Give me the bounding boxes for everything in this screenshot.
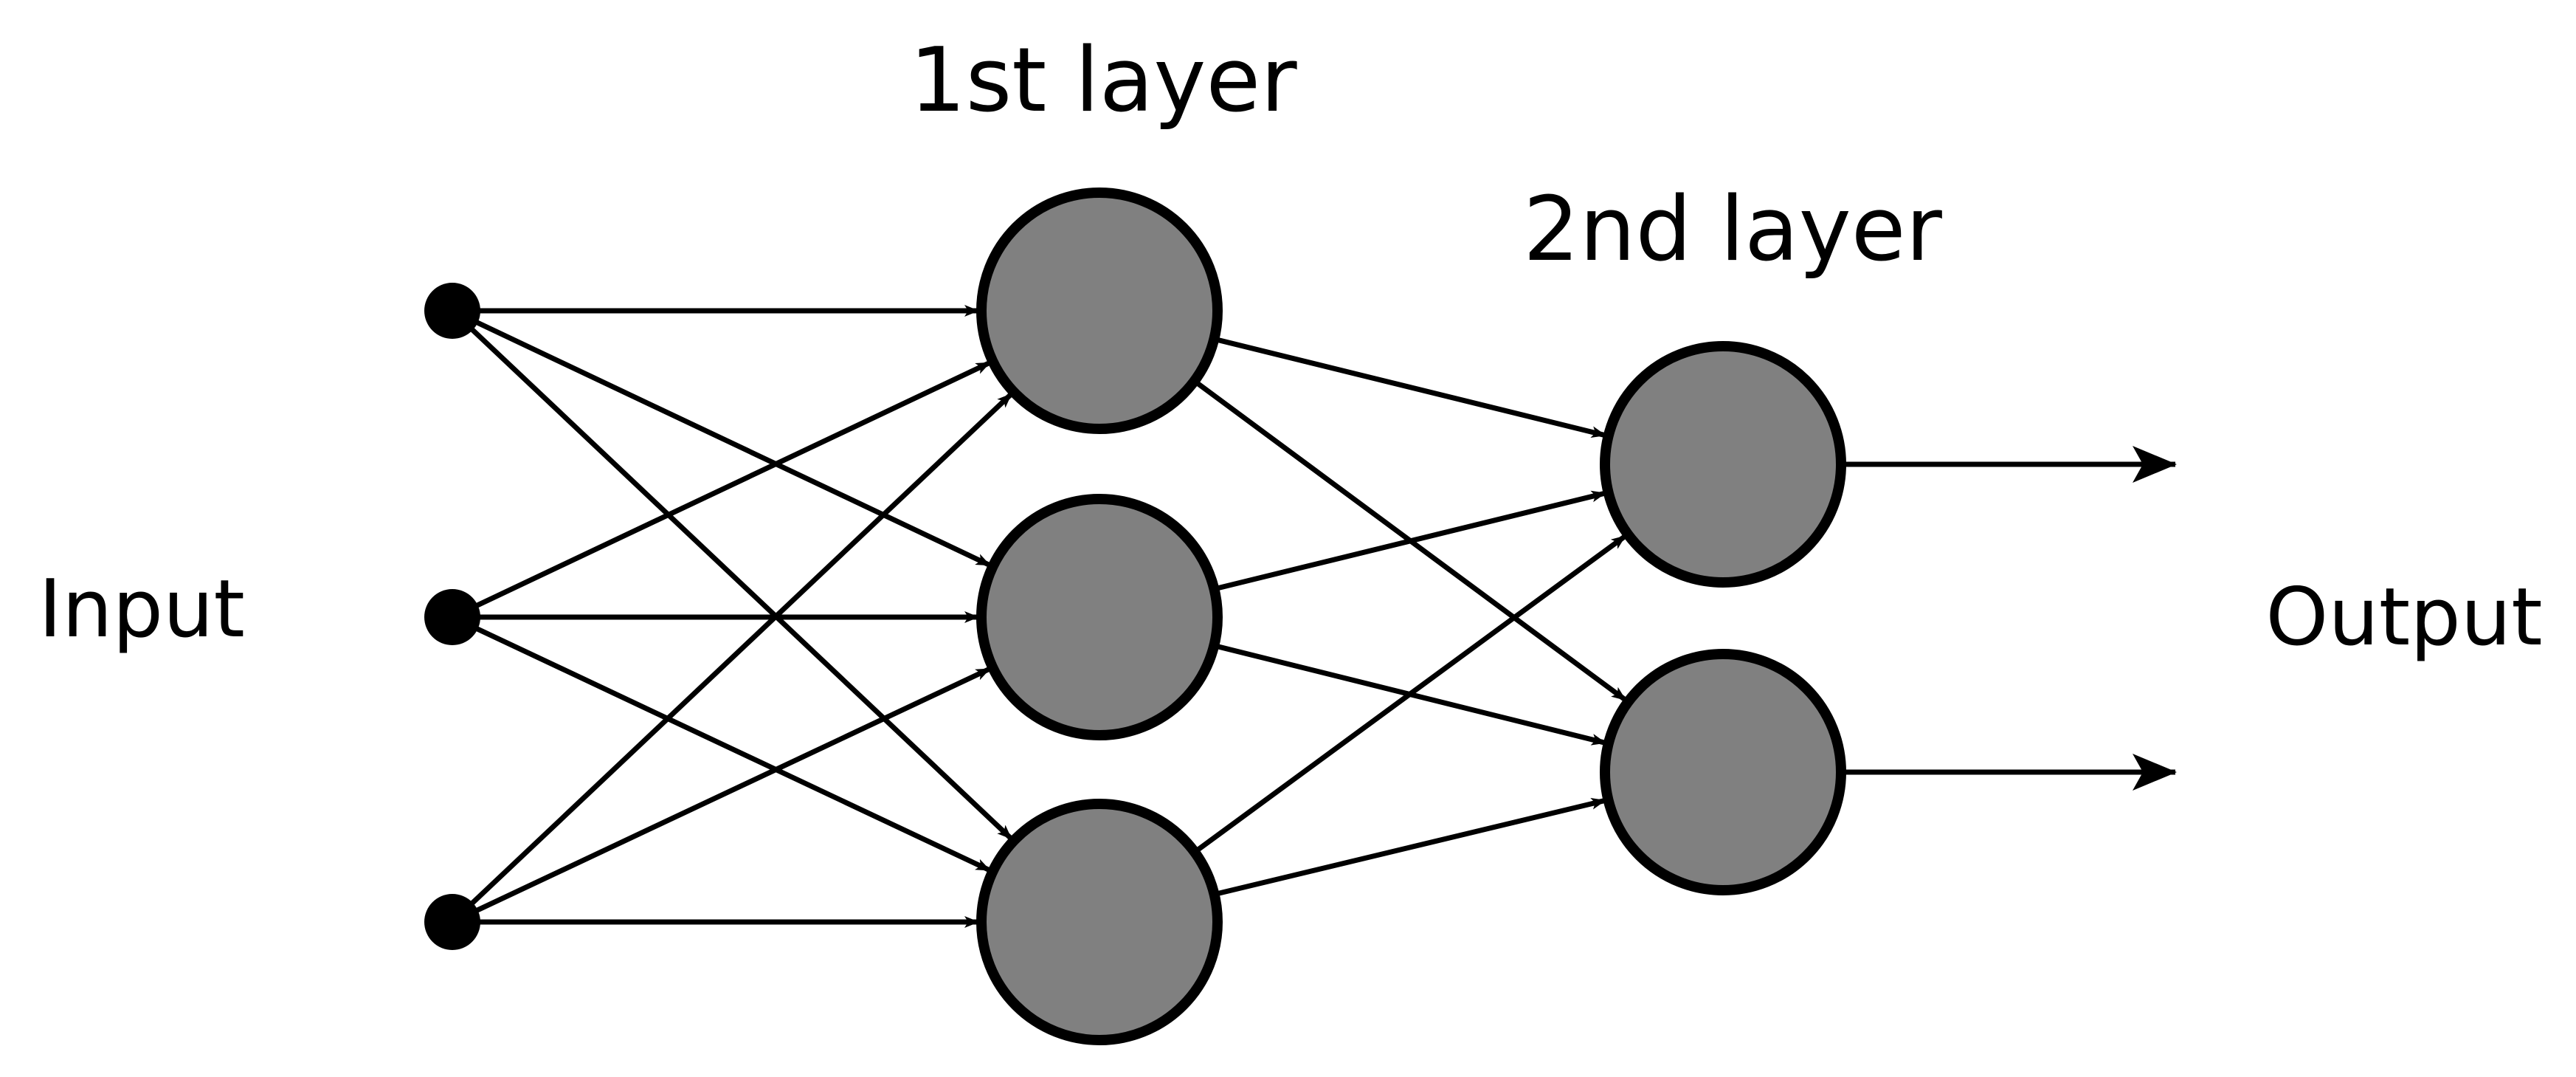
input-label: Input <box>38 563 245 656</box>
edge-input-to-layer1-1-3 <box>450 309 1014 841</box>
layer2-label: 2nd layer <box>1523 179 1942 281</box>
edge-input-to-layer1-3-2 <box>451 666 992 925</box>
nodes <box>424 187 1846 1045</box>
edge-input-to-layer1-3-1 <box>450 392 1014 924</box>
layer2-neuron-2 <box>1600 649 1846 895</box>
layer2-neuron-1 <box>1600 341 1846 588</box>
layer1-neuron-2 <box>976 494 1223 740</box>
output-arrows <box>1841 446 2177 791</box>
layer1-label: 1st layer <box>909 30 1297 132</box>
output-label: Output <box>2265 571 2542 664</box>
edge-input-to-layer1-2-3 <box>451 614 992 873</box>
input-node-1 <box>424 283 480 339</box>
layer1-neuron-1 <box>976 187 1223 434</box>
layer1-neuron-3 <box>976 799 1223 1045</box>
edge-input-to-layer1-1-2 <box>451 308 992 568</box>
edge-input-to-layer1-2-1 <box>451 359 992 620</box>
input-node-3 <box>424 894 480 950</box>
input-node-2 <box>424 589 480 645</box>
